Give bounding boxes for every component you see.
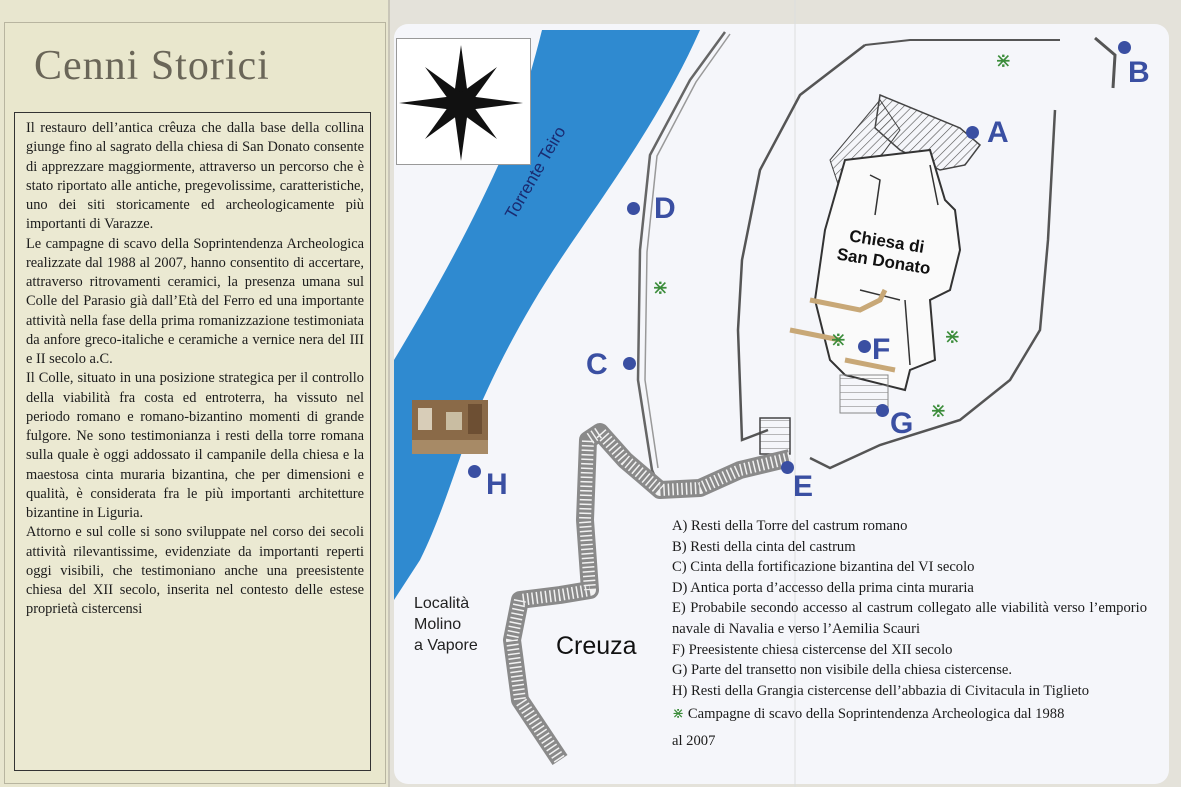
excavation-icon: ⋇ — [830, 327, 847, 351]
outer-wall-east — [809, 109, 1057, 470]
locality-label: Località Molino a Vapore — [414, 593, 478, 656]
excavation-icon: ⋇ — [672, 705, 685, 723]
river-teiro — [394, 30, 700, 600]
locality-line-2: Molino — [414, 616, 462, 633]
legend-excavation-text: Campagne di scavo della Soprintendenza A… — [687, 706, 1065, 723]
legend-item-h: H) Resti della Grangia cistercense dell’… — [672, 682, 1090, 699]
marker-label-a: A — [987, 116, 1009, 149]
compass-rose — [396, 38, 531, 165]
excavation-icon: ⋇ — [944, 324, 961, 348]
locality-line-3: a Vapore — [414, 637, 478, 654]
legend-item-c: C) Cinta della fortificazione bizantina … — [672, 559, 975, 576]
marker-label-d: D — [654, 192, 676, 225]
legend-item-b: B) Resti della cinta del castrum — [672, 538, 856, 555]
creuza-steps — [506, 426, 792, 764]
legend-item-a: A) Resti della Torre del castrum romano — [672, 518, 908, 534]
north-wall — [864, 39, 1060, 46]
byzantine-wall-outer — [636, 31, 727, 489]
cistercian-church-walls — [789, 288, 896, 373]
marker-dot-a — [966, 126, 979, 139]
inner-wall — [736, 44, 866, 442]
castrum-wall-b — [1094, 36, 1117, 89]
legend-item-g: G) Parte del transetto non visibile dell… — [672, 662, 1012, 679]
historical-notes-panel: Cenni Storici Il restauro dell’antica cr… — [0, 0, 390, 787]
legend-item-d: D) Antica porta d’accesso della prima ci… — [672, 579, 974, 596]
creuza-label: Creuza — [556, 632, 637, 660]
locality-line-1: Località — [414, 595, 470, 612]
marker-dot-c — [623, 357, 636, 370]
legend-item-e: E) Probabile secondo accesso al castrum … — [672, 600, 1147, 637]
legend-item-f: F) Preesistente chiesa cistercense del X… — [672, 641, 953, 658]
marker-dot-e — [781, 461, 794, 474]
legend-excavation-end: al 2007 — [672, 732, 716, 749]
marker-dot-b — [1118, 41, 1131, 54]
page-title: Cenni Storici — [34, 43, 270, 89]
marker-label-h: H — [486, 468, 508, 501]
legend-item-excavations: ⋇ Campagne di scavo della Soprintendenza… — [672, 704, 1147, 725]
excavation-icon: ⋇ — [652, 275, 669, 299]
marker-dot-f — [858, 340, 871, 353]
marker-dot-d — [627, 202, 640, 215]
paragraph-cistercian: Attorno e sul colle si sono sviluppate n… — [26, 524, 364, 618]
marker-dot-g — [876, 404, 889, 417]
church-inner-walls — [859, 164, 939, 366]
church-outline — [813, 148, 962, 392]
marker-label-g: G — [890, 407, 914, 440]
marker-label-b: B — [1128, 56, 1150, 89]
excavation-icon: ⋇ — [930, 398, 947, 422]
map-legend: A) Resti della Torre del castrum romano … — [672, 516, 1147, 752]
marker-label-e: E — [793, 470, 814, 503]
marker-label-c: C — [586, 348, 608, 381]
excavation-icon: ⋇ — [995, 48, 1012, 72]
gate-e-stairs — [759, 417, 791, 455]
historical-text-box: Il restauro dell’antica crêuza che dalla… — [14, 112, 371, 771]
marker-label-f: F — [872, 333, 891, 366]
grangia-ruins-image — [412, 400, 488, 454]
byzantine-wall-outer-2 — [644, 33, 731, 469]
paragraph-hill: Il Colle, situato in una posizione strat… — [26, 370, 364, 521]
paragraph-excavations: Le campagne di scavo della Soprintendenz… — [26, 235, 364, 368]
marker-dot-h — [468, 465, 481, 478]
paragraph-restoration: Il restauro dell’antica crêuza che dalla… — [26, 120, 364, 233]
